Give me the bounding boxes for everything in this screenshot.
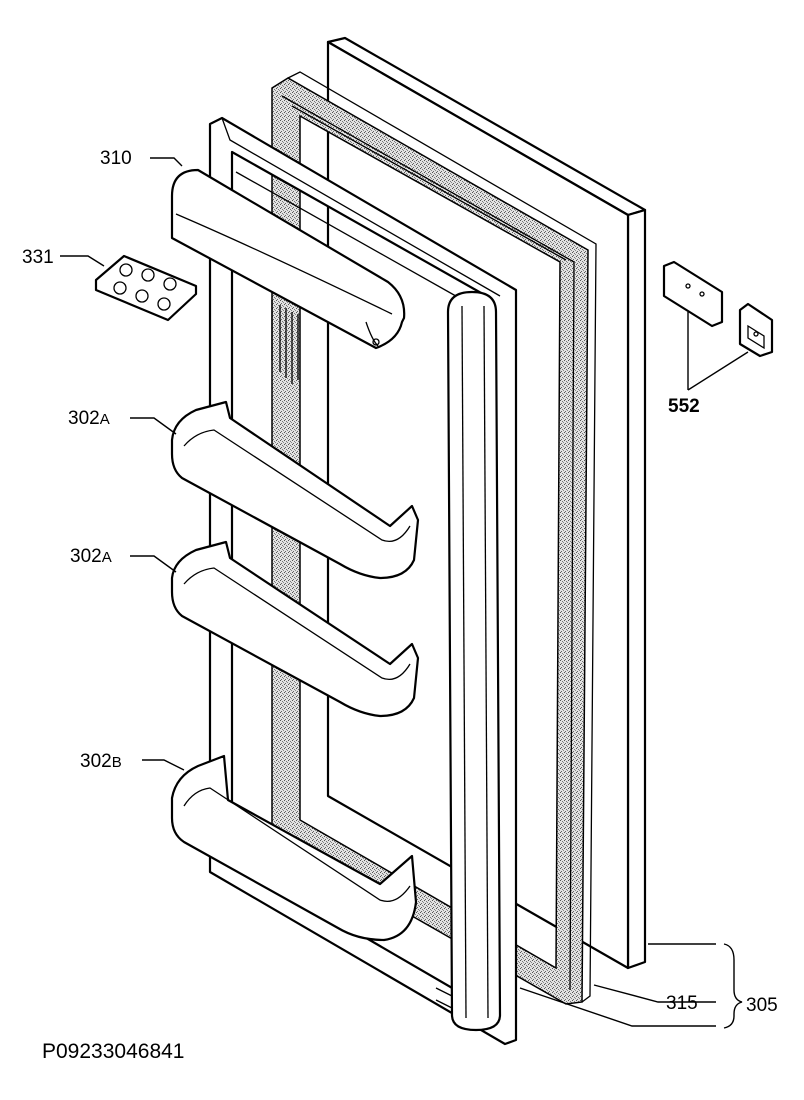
hinge-bracket-552 [662,260,774,358]
callout-suffix: A [102,549,112,566]
drawing-reference-code: P09233046841 [42,1040,184,1063]
egg-tray-331 [94,254,198,322]
callout-302a-upper: 302A [68,408,110,429]
callout-331: 331 [22,247,54,268]
callout-suffix: B [112,754,122,771]
leader-lines [60,157,749,1029]
door-bin-302b [170,754,418,942]
door-bin-302a-upper [170,400,420,580]
callout-302a-lower: 302A [70,546,112,567]
callout-302b: 302B [80,751,122,772]
callout-number: 302 [70,546,102,567]
callout-315: 315 [666,993,698,1014]
door-front-rail [435,290,502,1032]
callout-310: 310 [100,148,132,169]
callout-number: 302 [80,751,112,772]
callout-305: 305 [746,995,778,1016]
callout-suffix: A [100,411,110,428]
callout-552: 552 [668,396,700,417]
door-bin-302a-lower [170,540,420,718]
callout-number: 302 [68,408,100,429]
dairy-compartment-310 [170,168,406,350]
